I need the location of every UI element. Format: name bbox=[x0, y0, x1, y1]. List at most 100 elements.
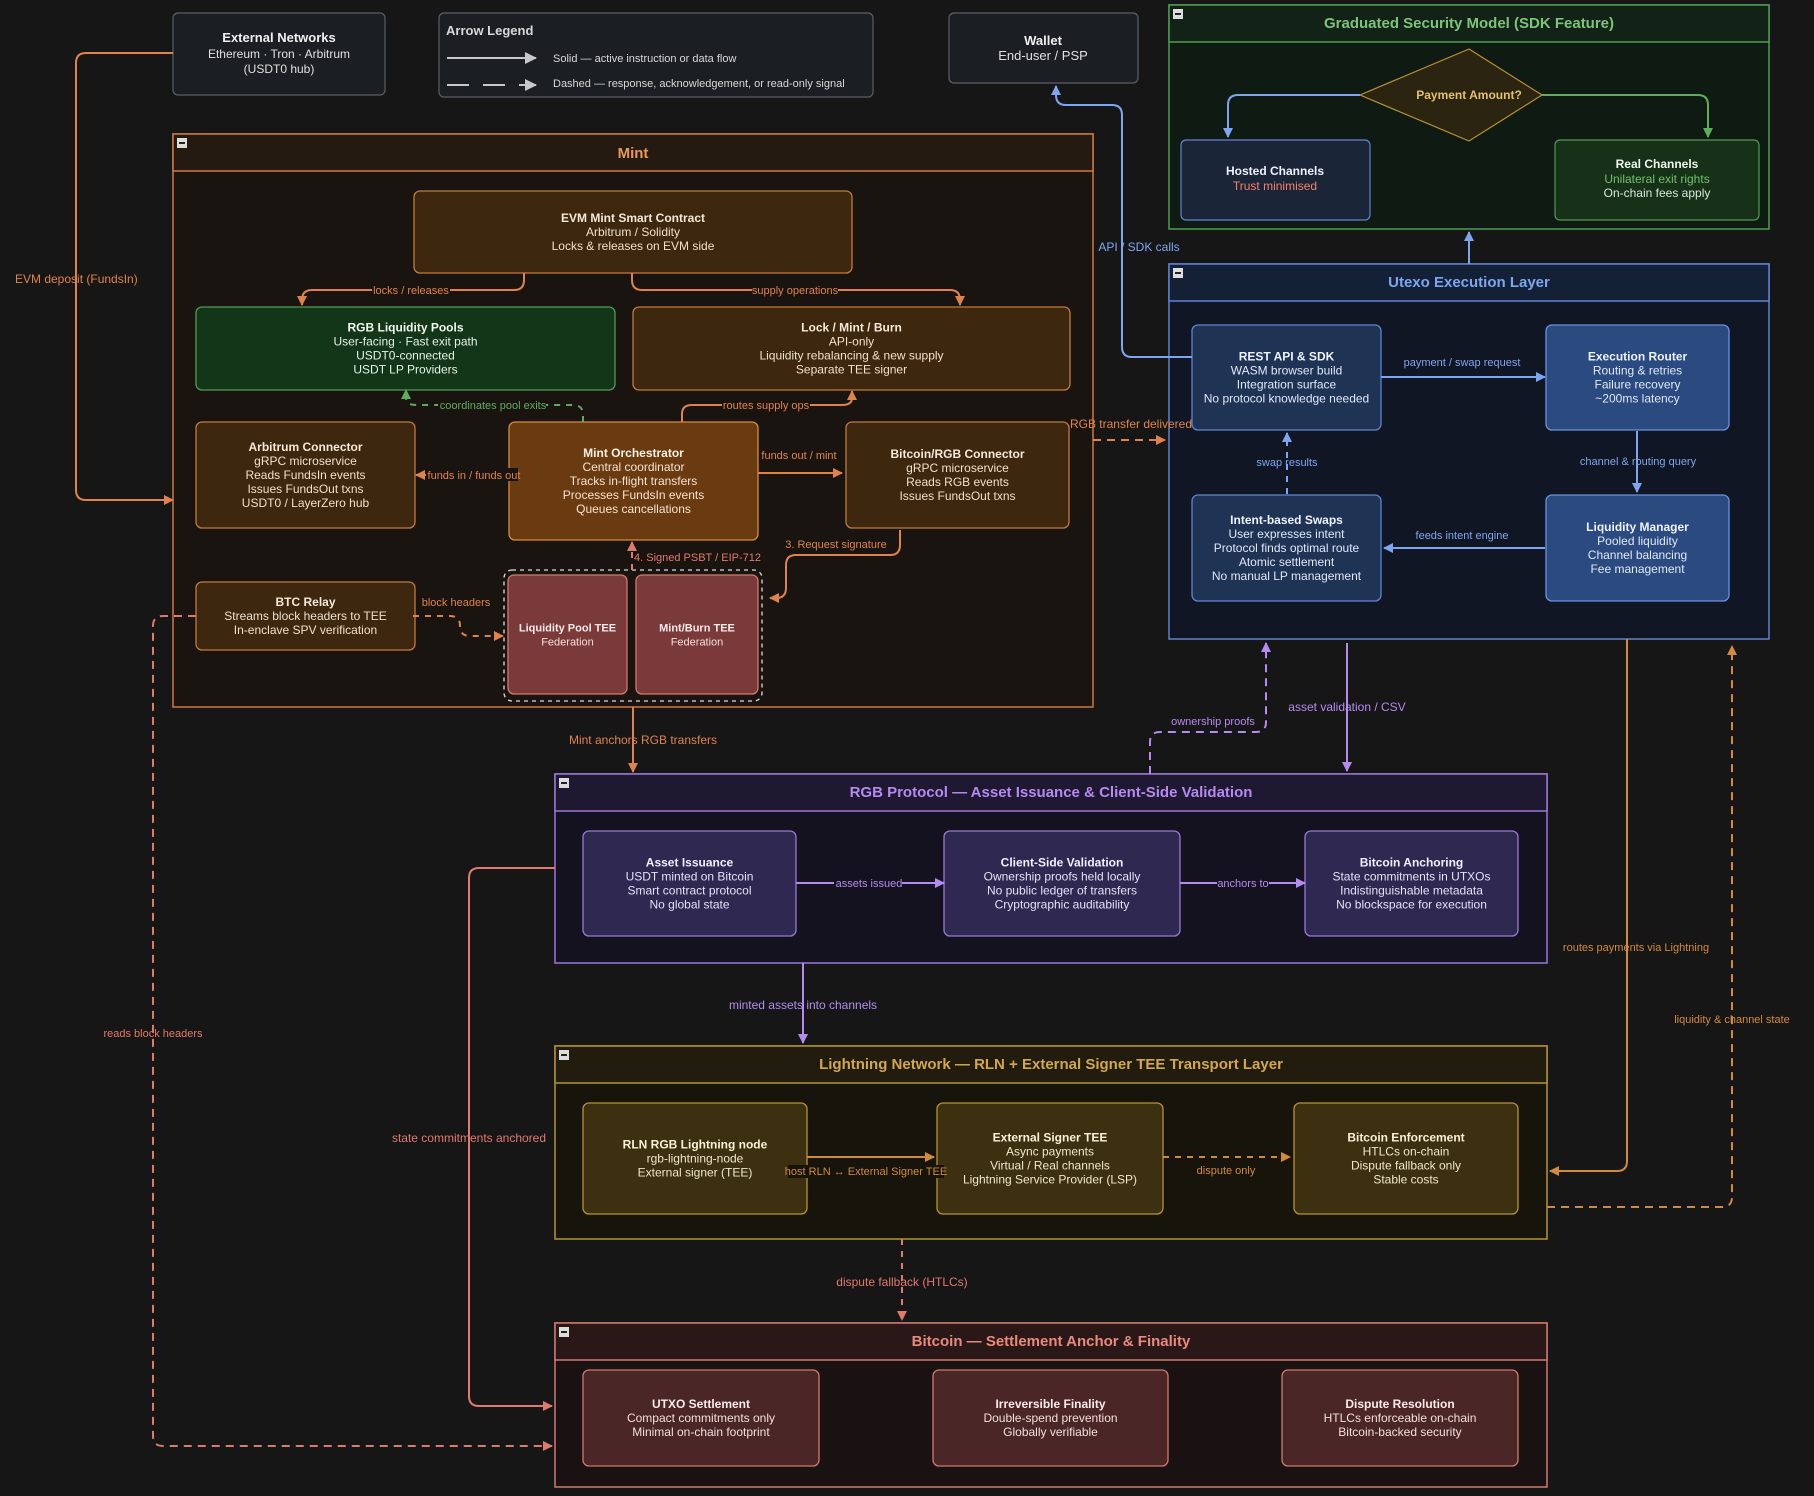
node-box bbox=[1293, 1102, 1519, 1215]
node-title: RLN RGB Lightning node bbox=[623, 1138, 768, 1152]
node-line: Reads RGB events bbox=[906, 475, 1009, 489]
node-line: Lightning Service Provider (LSP) bbox=[963, 1173, 1137, 1187]
node-title: Asset Issuance bbox=[646, 856, 734, 870]
label-routes-ln: routes payments via Lightning bbox=[1563, 942, 1709, 954]
real-title: Real Channels bbox=[1616, 157, 1699, 171]
label-evm-deposit: EVM deposit (FundsIn) bbox=[15, 272, 138, 286]
node-line: Stable costs bbox=[1373, 1173, 1438, 1187]
label-supply: supply operations bbox=[752, 285, 839, 297]
node-line: No blockspace for execution bbox=[1336, 898, 1487, 912]
node-line: Virtual / Real channels bbox=[990, 1159, 1110, 1173]
node-line: Async payments bbox=[1006, 1145, 1094, 1159]
node-line: USDT minted on Bitcoin bbox=[626, 870, 754, 884]
node-line: Compact commitments only bbox=[627, 1411, 775, 1425]
node-line: No manual LP management bbox=[1212, 569, 1362, 583]
node-title: Bitcoin/RGB Connector bbox=[891, 447, 1025, 461]
node-line: Separate TEE signer bbox=[796, 363, 907, 377]
node-title: Liquidity Pool TEE bbox=[519, 623, 616, 635]
label-rgb-delivered: RGB transfer delivered bbox=[1070, 417, 1192, 431]
label-api-sdk: API / SDK calls bbox=[1098, 240, 1179, 254]
edge-routes-ln bbox=[1549, 639, 1628, 1176]
ln-rln-node: RLN RGB Lightning nodergb-lightning-node… bbox=[582, 1102, 808, 1215]
node-box bbox=[845, 421, 1070, 529]
node-title: Client-Side Validation bbox=[1001, 856, 1124, 870]
label-assets-issued: assets issued bbox=[836, 878, 903, 890]
label-mint-anchors: Mint anchors RGB transfers bbox=[569, 733, 717, 747]
node-line: HTLCs enforceable on-chain bbox=[1324, 1411, 1477, 1425]
node-line: ~200ms latency bbox=[1595, 392, 1679, 406]
label-feeds: feeds intent engine bbox=[1416, 530, 1509, 542]
label-sign-req: 3. Request signature bbox=[785, 539, 887, 551]
node-line: Ownership proofs held locally bbox=[984, 870, 1141, 884]
node-line: WASM browser build bbox=[1231, 364, 1343, 378]
node-title: Mint Orchestrator bbox=[583, 446, 684, 460]
node-line: Smart contract protocol bbox=[627, 884, 751, 898]
label-host-rln: host RLN ↔ External Signer TEE bbox=[785, 1166, 947, 1178]
node-line: Pooled liquidity bbox=[1597, 534, 1678, 548]
node-line: Cryptographic auditability bbox=[995, 898, 1130, 912]
node-line: No public ledger of transfers bbox=[987, 884, 1137, 898]
external-networks-box: External Networks Ethereum · Tron · Arbi… bbox=[172, 12, 386, 96]
node-line: Atomic settlement bbox=[1239, 555, 1335, 569]
node-title: Intent-based Swaps bbox=[1230, 513, 1343, 527]
ln-title: Lightning Network — RLN + External Signe… bbox=[819, 1056, 1283, 1073]
node-title: Execution Router bbox=[1588, 350, 1688, 364]
edge-label-layer: EVM deposit (FundsIn) locks / releases s… bbox=[15, 240, 1790, 1289]
mint-title: Mint bbox=[618, 145, 649, 162]
node-line: gRPC microservice bbox=[254, 454, 357, 468]
legend-dashed-label: Dashed — response, acknowledgement, or r… bbox=[553, 78, 845, 90]
node-title: REST API & SDK bbox=[1239, 350, 1335, 364]
node-box bbox=[1281, 1369, 1519, 1467]
legend-solid-label: Solid — active instruction or data flow bbox=[553, 53, 736, 65]
label-routes: routes supply ops bbox=[723, 400, 810, 412]
node-line: gRPC microservice bbox=[906, 461, 1009, 475]
legend-title: Arrow Legend bbox=[446, 23, 533, 38]
node-line: USDT0-connected bbox=[356, 349, 455, 363]
node-line: Issues FundsOut txns bbox=[899, 489, 1015, 503]
node-title: Irreversible Finality bbox=[995, 1397, 1105, 1411]
edge-layer bbox=[75, 52, 1737, 1451]
node-box bbox=[932, 1369, 1169, 1467]
node-line: Indistinguishable metadata bbox=[1340, 884, 1483, 898]
node-title: Liquidity Manager bbox=[1586, 520, 1689, 534]
node-line: Arbitrum / Solidity bbox=[586, 225, 680, 239]
wallet-subtitle: End-user / PSP bbox=[998, 48, 1088, 63]
node-box bbox=[635, 574, 759, 695]
node-line: Issues FundsOut txns bbox=[247, 482, 363, 496]
node-line: Central coordinator bbox=[582, 460, 684, 474]
edge-decision-hosted bbox=[1223, 94, 1360, 138]
external-networks-line: (USDT0 hub) bbox=[244, 62, 315, 76]
node-line: Streams block headers to TEE bbox=[224, 609, 387, 623]
node-line: User expresses intent bbox=[1228, 527, 1345, 541]
node-line: In-enclave SPV verification bbox=[234, 623, 377, 637]
hosted-line: Trust minimised bbox=[1233, 179, 1317, 193]
rgb-title: RGB Protocol — Asset Issuance & Client-S… bbox=[850, 784, 1253, 801]
node-line: No protocol knowledge needed bbox=[1204, 392, 1369, 406]
node-title: Lock / Mint / Burn bbox=[801, 321, 902, 335]
node-line: rgb-lightning-node bbox=[647, 1152, 744, 1166]
label-dispute-fallback: dispute fallback (HTLCs) bbox=[836, 1275, 967, 1289]
hosted-channels-box: Hosted Channels Trust minimised bbox=[1180, 139, 1371, 221]
label-funds-inout: funds in / funds out bbox=[428, 470, 521, 482]
edge-ownership bbox=[1149, 642, 1271, 774]
label-block-headers: block headers bbox=[422, 597, 491, 609]
label-pay-swap: payment / swap request bbox=[1404, 357, 1521, 369]
node-line: External signer (TEE) bbox=[638, 1166, 753, 1180]
node-title: Mint/Burn TEE bbox=[659, 623, 735, 635]
real-channels-box: Real Channels Unilateral exit rights On-… bbox=[1554, 139, 1760, 221]
node-box bbox=[507, 574, 628, 695]
edge-reads-headers bbox=[152, 615, 553, 1451]
hosted-title: Hosted Channels bbox=[1226, 164, 1324, 178]
